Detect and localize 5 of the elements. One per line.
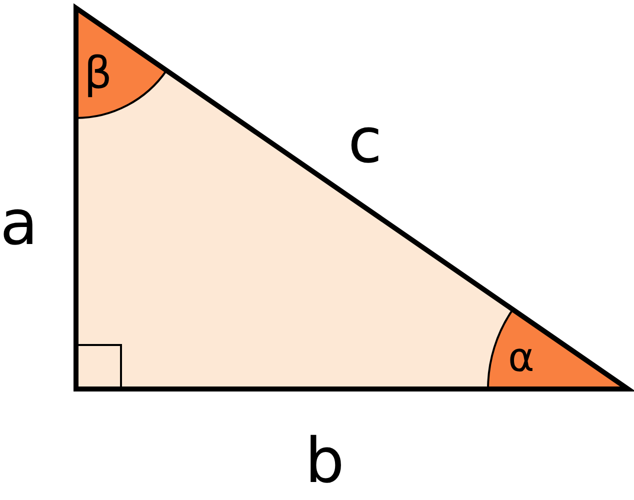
side-label: b [305,430,344,492]
side-label: a [0,192,38,254]
angle-label: α [508,338,534,378]
side-label: c [348,110,382,172]
angle-label: β [84,52,112,96]
